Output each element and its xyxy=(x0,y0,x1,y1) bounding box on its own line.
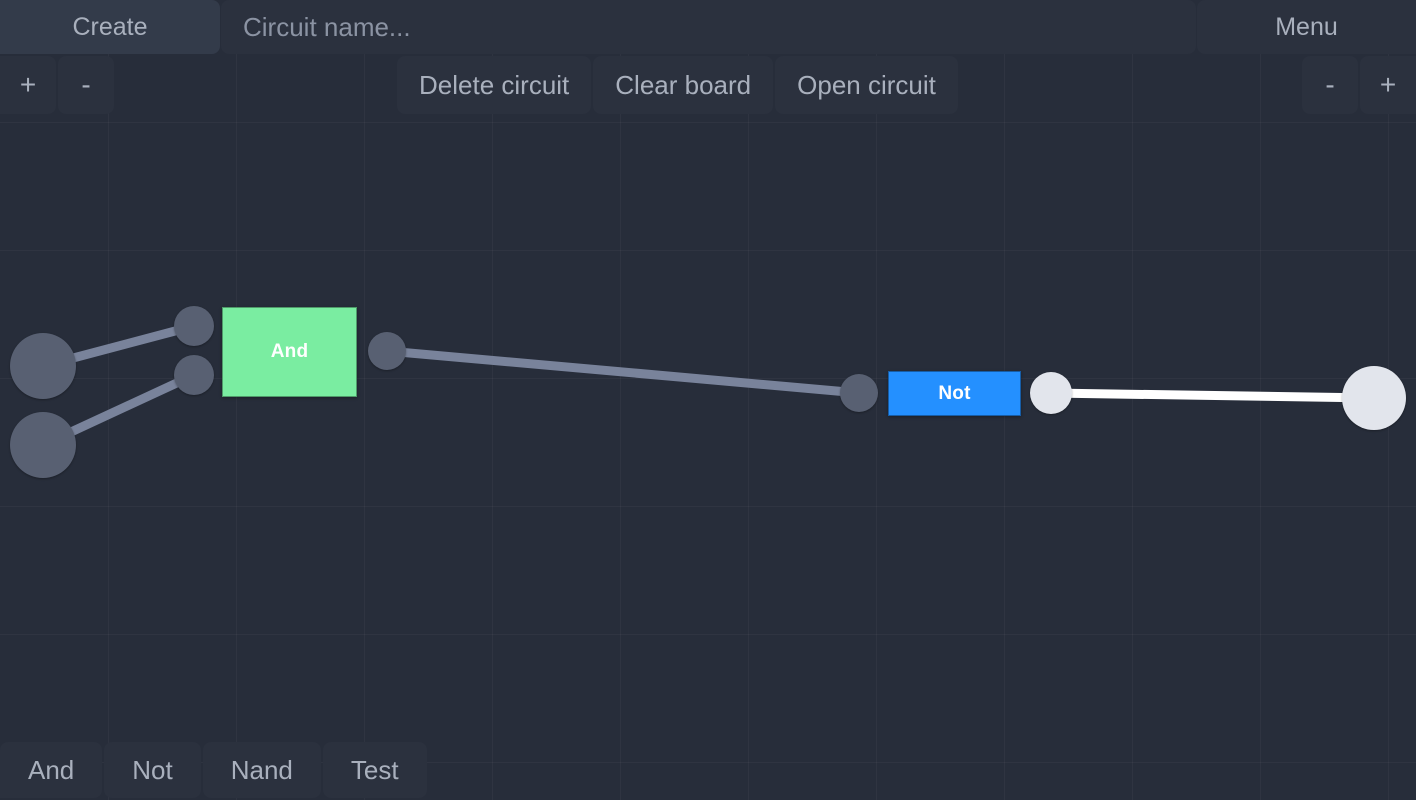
gate-not-label: Not xyxy=(938,382,971,404)
header-bar: Create Menu xyxy=(0,0,1416,54)
zoom-out-left-button[interactable]: - xyxy=(58,56,114,114)
zoom-in-left-button[interactable]: + xyxy=(0,56,56,114)
input-node-b[interactable] xyxy=(10,412,76,478)
gate-not[interactable]: Not xyxy=(888,371,1021,416)
and-output[interactable] xyxy=(368,332,406,370)
not-output[interactable] xyxy=(1030,372,1072,414)
clear-board-button[interactable]: Clear board xyxy=(593,56,774,114)
open-circuit-button[interactable]: Open circuit xyxy=(775,56,958,114)
zoom-in-right-button[interactable]: + xyxy=(1360,56,1416,114)
and-input-2[interactable] xyxy=(174,355,214,395)
delete-circuit-button[interactable]: Delete circuit xyxy=(397,56,592,114)
input-node-a[interactable] xyxy=(10,333,76,399)
wire-and-to-not[interactable] xyxy=(386,346,860,398)
wire-not-to-out[interactable] xyxy=(1050,388,1375,403)
not-input[interactable] xyxy=(840,374,878,412)
gate-and-label: And xyxy=(270,341,309,362)
and-input-1[interactable] xyxy=(174,306,214,346)
palette-item-not[interactable]: Not xyxy=(104,742,201,798)
palette-item-and[interactable]: And xyxy=(0,742,103,798)
create-button[interactable]: Create xyxy=(0,0,220,54)
output-node[interactable] xyxy=(1342,366,1406,430)
gate-and[interactable]: And xyxy=(222,307,357,397)
zoom-out-right-button[interactable]: - xyxy=(1302,56,1358,114)
palette-item-test[interactable]: Test xyxy=(322,742,427,798)
circuit-name-input[interactable] xyxy=(221,0,1196,54)
menu-button[interactable]: Menu xyxy=(1197,0,1416,54)
palette-item-nand[interactable]: Nand xyxy=(202,742,321,798)
